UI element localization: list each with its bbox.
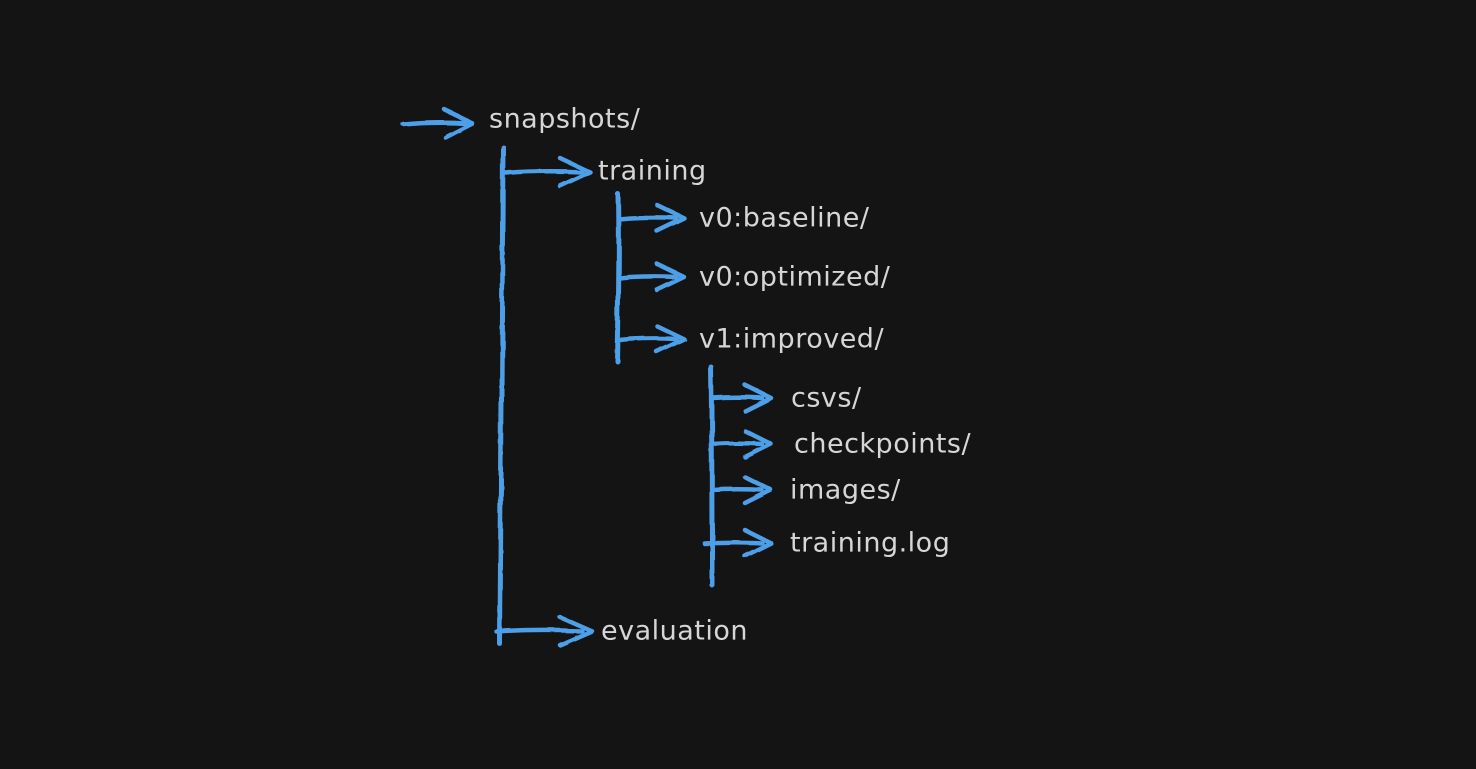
node-label-v0-baseline: v0:baseline/ — [699, 202, 870, 234]
arrow-to-training-log — [701, 527, 774, 559]
arrow-to-v0-optimized — [616, 261, 687, 293]
node-label-snapshots: snapshots/ — [489, 103, 641, 135]
node-label-training-log: training.log — [790, 527, 951, 559]
arrow-to-csvs — [709, 382, 774, 414]
arrow-to-images — [709, 474, 774, 506]
node-label-images: images/ — [790, 474, 901, 506]
arrow-to-evaluation — [494, 614, 595, 648]
connector-snapshots-children — [497, 144, 506, 647]
arrow-to-v1-improved — [616, 323, 687, 355]
arrow-to-v0-baseline — [616, 202, 687, 234]
arrow-to-snapshots — [400, 107, 475, 140]
arrow-to-checkpoints — [709, 428, 774, 460]
node-label-csvs: csvs/ — [791, 382, 862, 414]
node-label-evaluation: evaluation — [601, 615, 749, 647]
node-label-v1-improved: v1:improved/ — [699, 323, 885, 355]
node-label-checkpoints: checkpoints/ — [794, 428, 972, 460]
node-label-training: training — [598, 155, 707, 187]
connector-v1-improved-children — [708, 364, 715, 588]
arrow-to-training — [502, 155, 593, 189]
node-label-v0-optimized: v0:optimized/ — [699, 261, 891, 293]
